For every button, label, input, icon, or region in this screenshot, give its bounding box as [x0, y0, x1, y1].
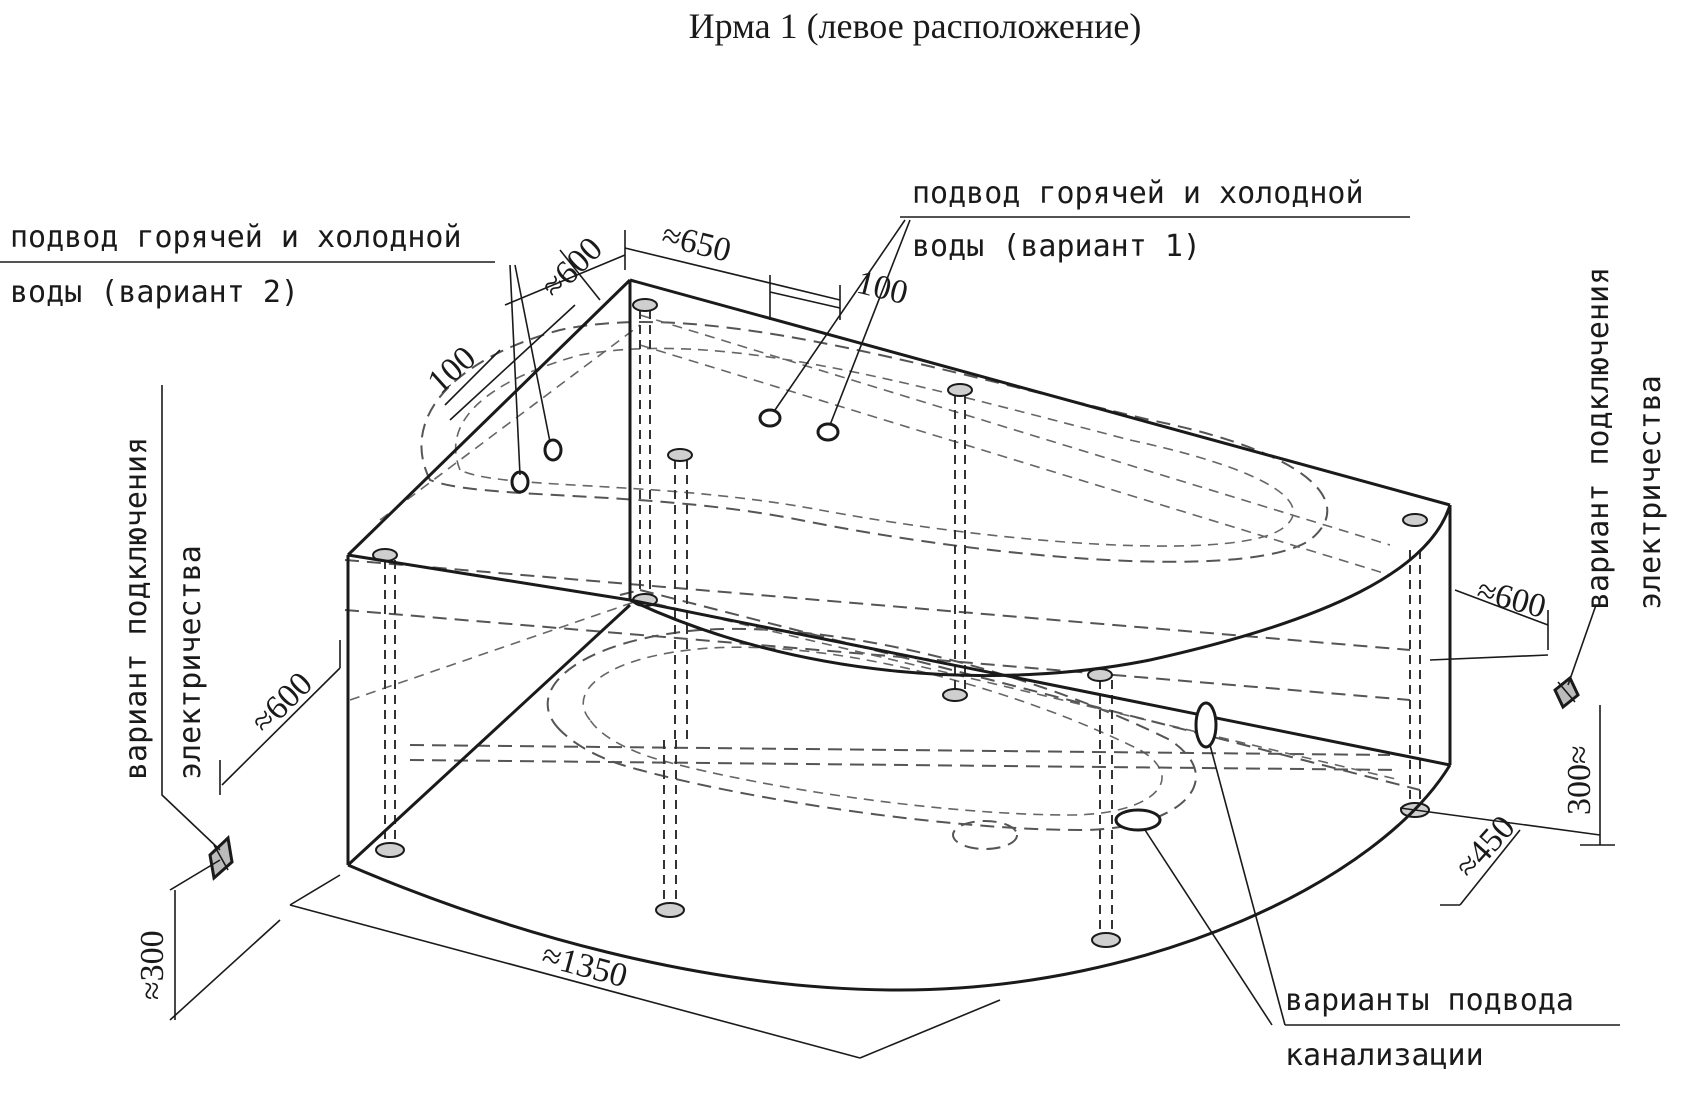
drain-option-a — [1194, 701, 1218, 749]
drain-label-line2: канализации — [1285, 1038, 1484, 1073]
electric-box-right-icon — [1553, 675, 1580, 710]
dim-100-right: 100 — [853, 264, 911, 312]
water-v1-label-line1: подвод горячей и холодной — [912, 176, 1364, 211]
dim-600-top: ≈600 — [534, 230, 609, 305]
water-inlet-v1-a — [758, 408, 782, 428]
tub-outline — [346, 278, 1452, 992]
connection-markers — [208, 408, 1580, 881]
water-v2-label-line1: подвод горячей и холодной — [10, 220, 462, 255]
electric-left-label-line2: электричества — [173, 545, 208, 780]
water-v2-label-line2: воды (вариант 2) — [10, 275, 299, 310]
water-inlet-v2-b — [543, 438, 563, 462]
dim-600-right: ≈600 — [1473, 572, 1550, 626]
electric-right-label-line1: вариант подключения — [1581, 267, 1616, 610]
dim-100-left: 100 — [421, 339, 484, 401]
electric-right-label-line2: электричества — [1633, 375, 1668, 610]
hidden-lines — [344, 298, 1430, 948]
dim-300-left: ≈300 — [134, 930, 171, 1000]
annotation-labels: подвод горячей и холодной воды (вариант … — [10, 176, 1668, 1073]
leader-lines — [0, 216, 1620, 1026]
water-v1-label-line2: воды (вариант 1) — [912, 229, 1201, 264]
dim-600-left: ≈600 — [244, 665, 319, 740]
drain-option-b — [1114, 808, 1162, 832]
dimension-lines — [169, 230, 1615, 1059]
drain-label-line1: варианты подвода — [1285, 983, 1574, 1018]
diagram-title: Ирма 1 (левое расположение) — [689, 6, 1142, 46]
water-inlet-v1-b — [816, 422, 840, 442]
dim-450: ≈450 — [1448, 809, 1522, 886]
electric-left-label-line1: вариант подключения — [119, 437, 154, 780]
electric-box-left-icon — [208, 834, 234, 881]
dim-300-right: 300≈ — [1561, 745, 1598, 815]
dim-650: ≈650 — [658, 217, 735, 270]
